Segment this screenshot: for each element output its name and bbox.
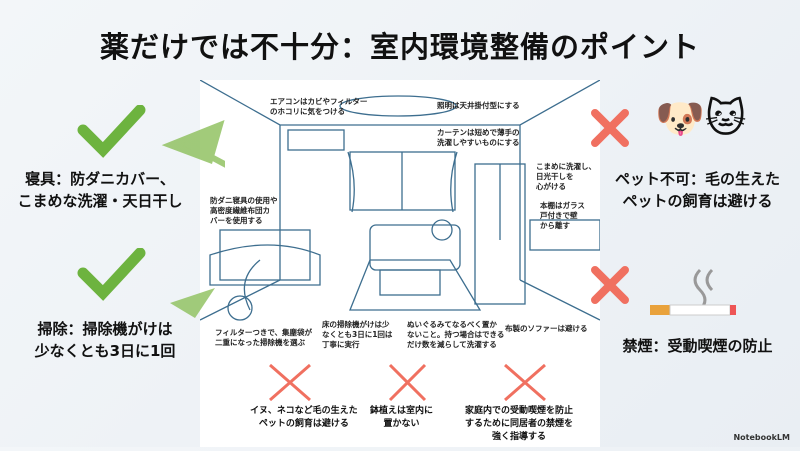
curtains: [347, 151, 458, 213]
prohibited-crosses: [269, 363, 546, 402]
label-aircon: エアコンはカビやフィルター のホコリに気をつける: [270, 97, 368, 116]
label-light: 照明は天井掛付型にする: [437, 101, 520, 110]
room-walls: [199, 79, 601, 321]
brand-logo: NotebookLM: [733, 433, 790, 442]
cigarette-icon: [650, 268, 736, 316]
rug: [349, 259, 482, 311]
label-floor: 床の掃除機がけは少 なくとも3日に1回は 丁寧に実行: [322, 320, 393, 349]
smoking-point: 禁煙：受動喫煙の防止: [622, 337, 773, 355]
label-vacuum: フィルターつきで、集塵袋が 二重になった掃除機を選ぶ: [215, 328, 313, 347]
label-plush: ぬいぐるみてなるべく置か ないこと。持つ場合はできる だけ数を減らして洗濯する: [407, 320, 505, 349]
pets-point: ペット不可：毛の生えた ペットの飼育は避ける: [614, 170, 780, 210]
label-sofa: 布製のソファーは避ける: [505, 324, 588, 333]
caption-plants: 鉢植えは室内に 置かない: [370, 406, 434, 429]
room-illustration: エアコンはカビやフィルター のホコリに気をつける 照明は天井掛付型にする カーテ…: [199, 79, 601, 447]
teddy-bear: [431, 219, 453, 241]
ceiling-light: [339, 95, 457, 117]
vacuum-cleaner: [227, 295, 253, 321]
cleaning-point: 掃除：掃除機がけは 少なくとも3日に1回: [34, 320, 176, 360]
label-curtain: カーテンは短めで薄手の 洗濯しやすいものにする: [437, 128, 520, 147]
bedding-point: 寝具：防ダニカバー、 こまめな洗濯・天日干し: [17, 170, 183, 210]
bed: [209, 244, 321, 286]
caption-pets: イヌ、ネコなど毛の生えた ペットの飼育は避ける: [250, 406, 358, 429]
check-icon: [77, 105, 225, 168]
label-laundry: こまめに洗濯し、 日光干しを 心がける: [536, 162, 596, 191]
vacuum-hose: [243, 259, 261, 311]
check-icon: [77, 248, 215, 318]
cross-icon: [591, 109, 629, 147]
bed-headboard: [219, 229, 311, 281]
caption-smoke: 家庭内での受動喫煙を防止 するために同居者の禁煙を 強く指導する: [465, 406, 574, 442]
label-bookshelf: 本棚はガラス 戸付きで壁 から離す: [540, 201, 585, 230]
dog-cat-icon: 🐶🐱: [655, 96, 747, 142]
table: [379, 269, 441, 296]
air-conditioner: [287, 129, 345, 151]
sofa: [369, 224, 461, 271]
cross-icon: [591, 266, 629, 304]
arrow-icon: [170, 288, 215, 318]
label-bedcover: 防ダニ寝具の使用や 高密度繊維布団カ バーを使用する: [210, 196, 278, 225]
arrow-icon: [161, 119, 225, 168]
page-title: 薬だけでは不十分：室内環境整備のポイント: [99, 30, 700, 64]
